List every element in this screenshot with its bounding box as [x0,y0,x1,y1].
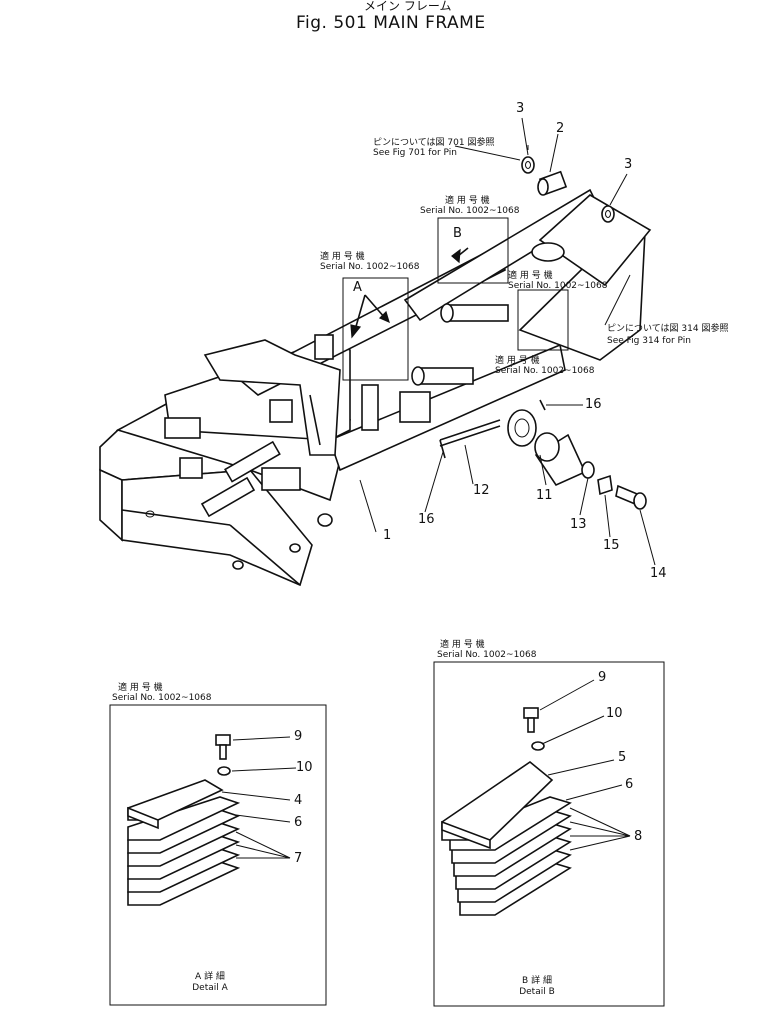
callout-16-lower: 16 [418,512,435,527]
note-pin314-jp: ピンについては図 314 図参照 [607,324,729,334]
detail-a-frame [109,704,327,1006]
main-frame-body [99,188,652,587]
detail-b-callout-8: 8 [634,829,643,844]
detail-a-callout-7: 7 [294,851,303,866]
callout-13: 13 [570,517,587,532]
serial-label-en: Serial No. 1002~1068 [495,366,595,376]
page-title: Fig. 501 MAIN FRAME [296,13,486,33]
serial-label-jp: 適 用 号 機 [508,271,553,281]
detail-b-bolt [523,707,539,733]
part-15-lock [597,474,613,496]
page-subtitle-jp: メイン フレーム [364,0,452,13]
detail-b-serial-en: Serial No. 1002~1068 [437,650,537,660]
part-3-washer-right [601,205,615,223]
part-12-rod [439,419,501,447]
callout-12: 12 [473,483,490,498]
leader-lines [359,117,656,566]
detail-b-callout-5: 5 [618,750,627,765]
note-pin314-en: See Fig 314 for Pin [607,336,691,346]
callout-15: 15 [603,538,620,553]
detail-a-leaders [221,736,297,859]
view-b-label: B [453,226,462,241]
note-pin701-en: See Fig 701 for Pin [373,148,457,158]
serial-label-jp: 適 用 号 機 [495,356,540,366]
callout-3-right: 3 [624,157,633,172]
detail-b-caption-en: Detail B [519,987,555,997]
part-14-bolt [615,484,647,510]
view-b-arrow [451,248,461,264]
detail-b-caption-jp: B 詳 細 [522,976,552,986]
detail-a-callout-10: 10 [296,760,313,775]
part-16-pin-upper [539,399,546,411]
part-13-washer [581,461,595,479]
callout-3: 3 [516,101,525,116]
view-a-label: A [353,280,362,295]
detail-a-bolt [215,734,231,760]
serial-label-jp: 適 用 号 機 [320,252,365,262]
detail-b-callout-9: 9 [598,670,607,685]
callout-14: 14 [650,566,667,581]
detail-a-callout-6: 6 [294,815,303,830]
serial-box-c [517,289,569,351]
serial-label-en: Serial No. 1002~1068 [320,262,420,272]
part-16-pin-lower [439,439,446,459]
part-3-washer [521,156,535,174]
part-11-pin [534,432,587,487]
detail-b-callout-10: 10 [606,706,623,721]
detail-a-callout-9: 9 [294,729,303,744]
part-2-bushing [537,170,568,196]
detail-a-callout-4: 4 [294,793,303,808]
detail-b-leaders [539,679,631,851]
view-a-arrow [354,294,366,331]
callout-2: 2 [556,121,565,136]
callout-16-upper: 16 [585,397,602,412]
serial-label-en: Serial No. 1002~1068 [420,206,520,216]
detail-a-shims [127,779,241,906]
serial-box-b [437,217,509,284]
serial-box-a [342,277,409,381]
callout-11: 11 [536,488,553,503]
detail-a-washer [217,766,231,776]
detail-a-caption-en: Detail A [192,983,228,993]
serial-label-jp: 適 用 号 機 [445,196,490,206]
callout-1: 1 [383,528,392,543]
detail-b-washer [531,741,545,751]
detail-a-serial-en: Serial No. 1002~1068 [112,693,212,703]
detail-b-serial-jp: 適 用 号 機 [440,640,485,650]
detail-b-frame [433,661,665,1007]
note-pin701-jp: ピンについては図 701 図参照 [373,138,495,148]
serial-label-en: Serial No. 1002~1068 [508,281,608,291]
detail-b-shims [441,761,572,916]
detail-a-caption-jp: A 詳 細 [195,972,225,982]
detail-a-serial-jp: 適 用 号 機 [118,683,163,693]
detail-b-callout-6: 6 [625,777,634,792]
